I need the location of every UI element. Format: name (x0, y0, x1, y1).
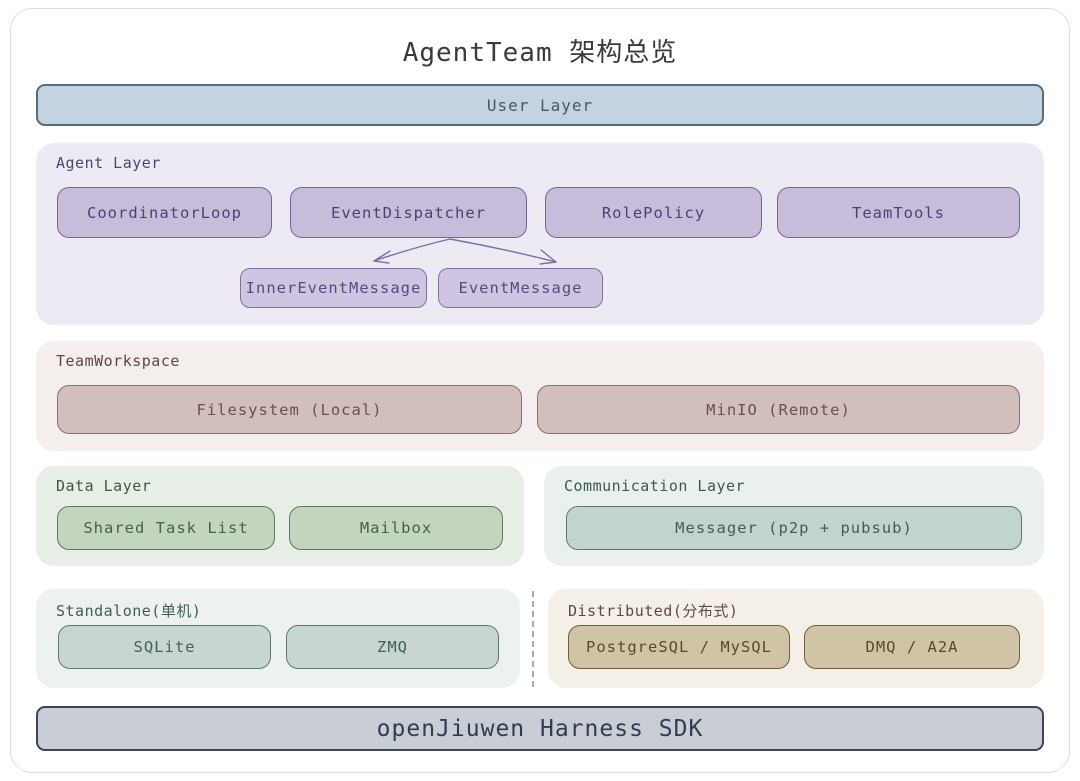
arrow-to-inner-event-message (373, 238, 451, 262)
user-layer-label: User Layer (486, 95, 594, 115)
event-message-box: EventMessage (438, 268, 603, 308)
sdk-bar: openJiuwen Harness SDK (36, 706, 1044, 751)
postgresql-mysql-text: PostgreSQL / MySQL (586, 638, 772, 656)
dmq-a2a-box: DMQ / A2A (804, 625, 1020, 669)
team-tools-text: TeamTools (852, 203, 945, 222)
event-dispatcher-box: EventDispatcher (290, 187, 527, 238)
dmq-a2a-text: DMQ / A2A (865, 638, 959, 656)
event-message-text: EventMessage (458, 279, 583, 297)
communication-layer-section: Communication Layer Messager (p2p + pubs… (544, 466, 1044, 566)
communication-layer-label: Communication Layer (564, 477, 746, 495)
team-workspace-section: TeamWorkspace Filesystem (Local) MinIO (… (36, 341, 1044, 451)
agent-layer-label: Agent Layer (56, 154, 161, 172)
shared-task-list-box: Shared Task List (57, 506, 275, 550)
team-tools-box: TeamTools (777, 187, 1020, 238)
user-layer-bar: User Layer (36, 84, 1044, 126)
data-layer-label: Data Layer (56, 477, 152, 495)
sqlite-box: SQLite (58, 625, 271, 669)
arrow-to-event-message (449, 238, 557, 263)
messager-text: Messager (p2p + pubsub) (675, 519, 913, 537)
data-layer-section: Data Layer Shared Task List Mailbox (36, 466, 524, 566)
sqlite-text: SQLite (133, 638, 196, 656)
dispatcher-arrows (373, 238, 557, 265)
standalone-distributed-divider (532, 591, 534, 687)
postgresql-mysql-box: PostgreSQL / MySQL (568, 625, 790, 669)
coordinator-loop-box: CoordinatorLoop (57, 187, 272, 238)
page-title: AgentTeam 架构总览 (402, 38, 678, 68)
minio-remote-box: MinIO (Remote) (537, 385, 1020, 434)
inner-event-message-text: InnerEventMessage (245, 279, 422, 297)
filesystem-local-box: Filesystem (Local) (57, 385, 522, 434)
mailbox-text: Mailbox (359, 519, 433, 537)
arrowhead-right (539, 249, 557, 265)
filesystem-local-text: Filesystem (Local) (196, 400, 383, 419)
distributed-label: Distributed(分布式) (568, 602, 739, 620)
zmq-text: ZMQ (377, 638, 408, 656)
zmq-box: ZMQ (286, 625, 499, 669)
arrowhead-left (373, 250, 391, 264)
role-policy-text: RolePolicy (601, 203, 706, 222)
distributed-section: Distributed(分布式) PostgreSQL / MySQL DMQ … (548, 589, 1044, 688)
team-workspace-label: TeamWorkspace (56, 352, 180, 370)
messager-box: Messager (p2p + pubsub) (566, 506, 1022, 550)
coordinator-loop-text: CoordinatorLoop (87, 203, 242, 222)
inner-event-message-box: InnerEventMessage (240, 268, 427, 308)
role-policy-box: RolePolicy (545, 187, 762, 238)
sdk-bar-text: openJiuwen Harness SDK (376, 715, 704, 742)
minio-remote-text: MinIO (Remote) (706, 400, 851, 419)
standalone-section: Standalone(单机) SQLite ZMQ (36, 589, 520, 688)
mailbox-box: Mailbox (289, 506, 503, 550)
standalone-label: Standalone(单机) (56, 602, 202, 620)
shared-task-list-text: Shared Task List (83, 519, 249, 537)
event-dispatcher-text: EventDispatcher (331, 203, 486, 222)
agent-layer-section: Agent Layer CoordinatorLoop EventDispatc… (36, 143, 1044, 325)
